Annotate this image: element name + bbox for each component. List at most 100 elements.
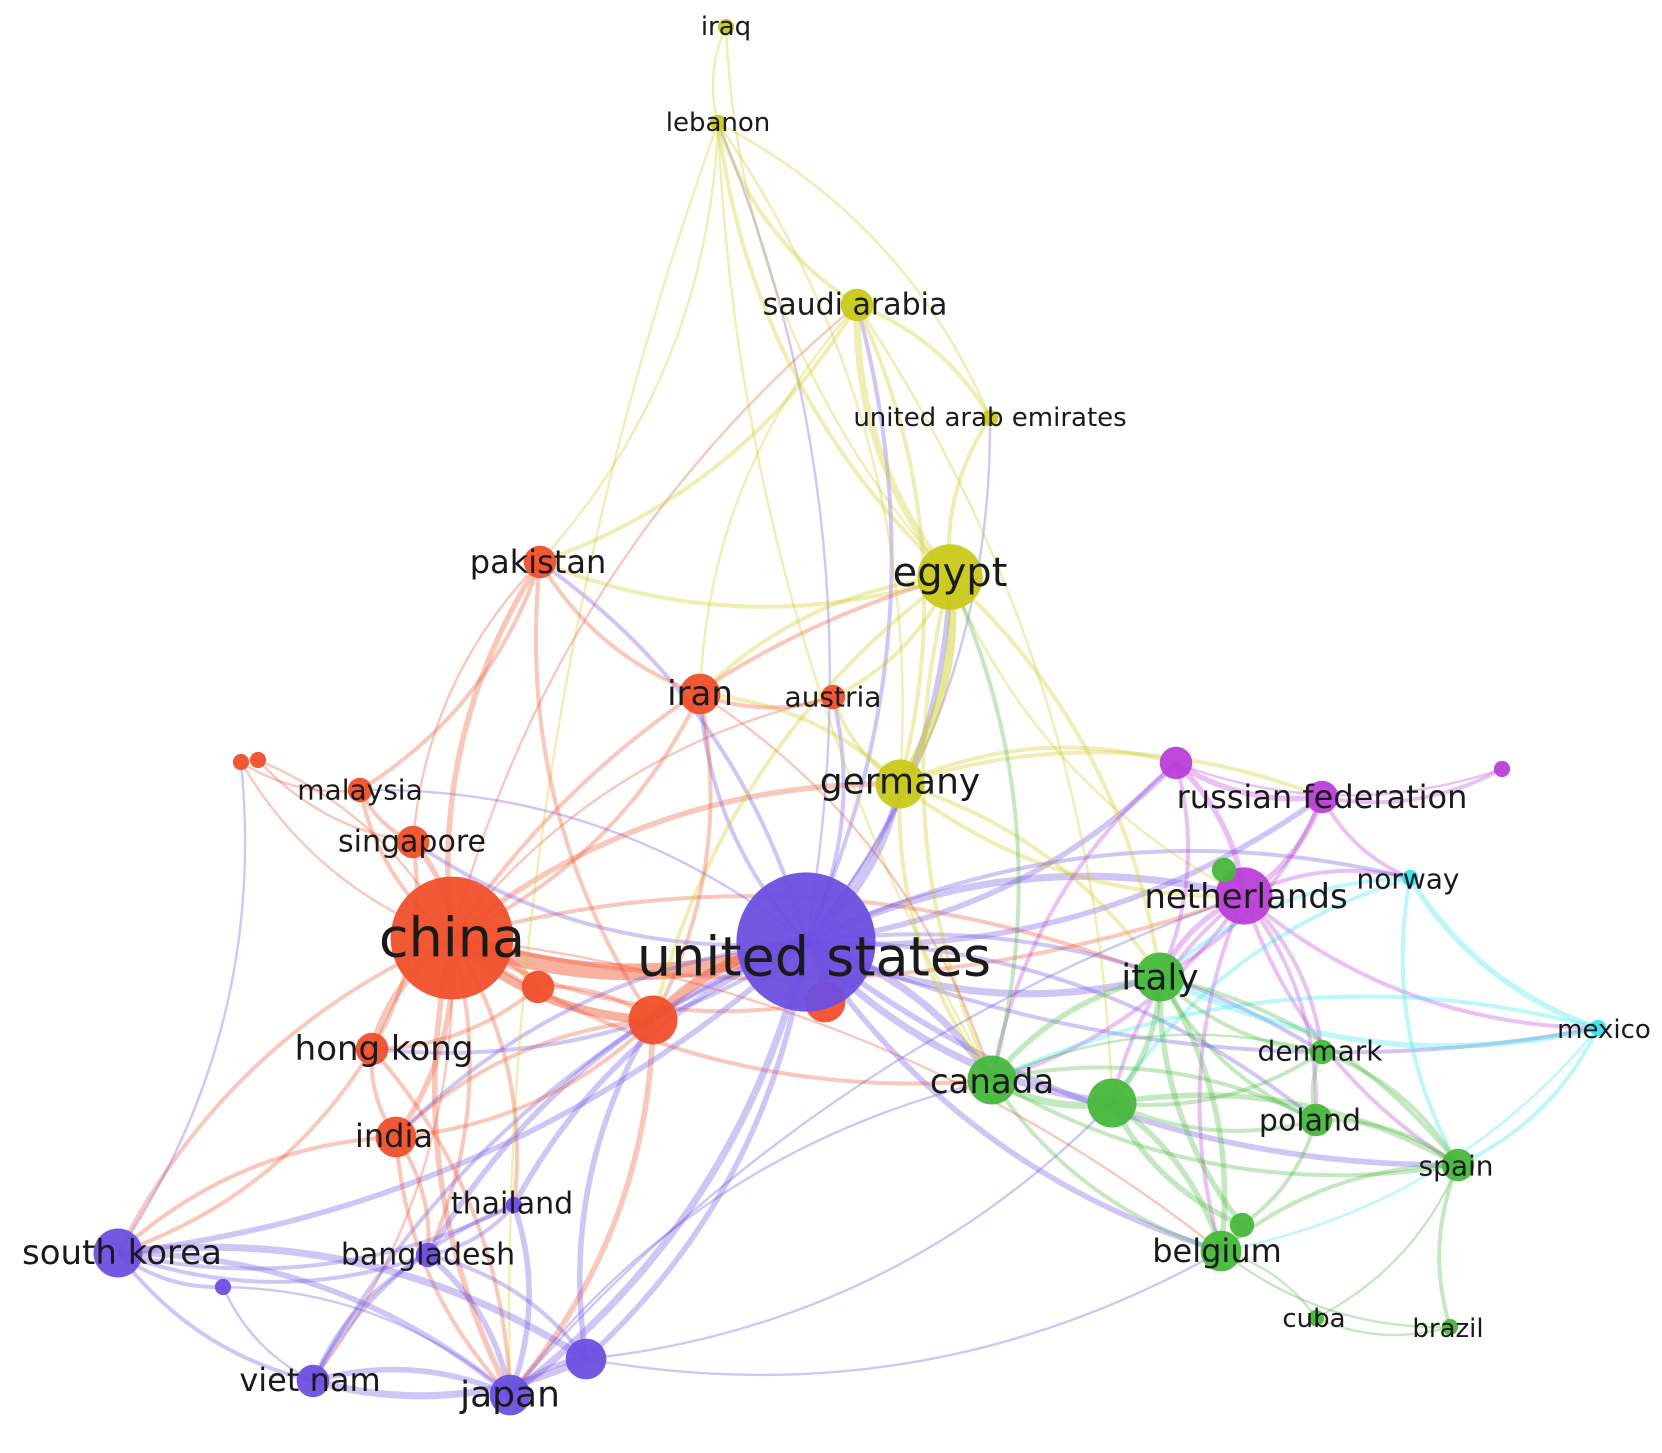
node-iraq[interactable] xyxy=(717,18,735,36)
node-bangladesh[interactable] xyxy=(415,1242,441,1268)
edge-canada-poland xyxy=(991,1065,1317,1122)
node-purple-b[interactable] xyxy=(214,1278,232,1296)
edge-united_states-bangladesh xyxy=(425,939,807,1257)
edge-germany-iran xyxy=(699,692,902,786)
node-malaysia[interactable] xyxy=(347,777,373,803)
node-green-a[interactable] xyxy=(1087,1078,1137,1128)
edge-japan-canada xyxy=(509,1078,993,1396)
node-egypt[interactable] xyxy=(917,544,983,610)
node-iran[interactable] xyxy=(679,673,721,715)
edge-china-viet_nam xyxy=(312,937,454,1382)
edge-singapore-red_b xyxy=(257,759,414,844)
node-denmark[interactable] xyxy=(1309,1039,1335,1065)
node-china[interactable] xyxy=(390,876,514,1000)
edge-united_states-russian_federation xyxy=(805,794,1324,947)
label-russian-federation: russian federation xyxy=(1177,778,1468,816)
label-italy: italy xyxy=(1121,958,1198,999)
label-mexico: mexico xyxy=(1557,1015,1651,1045)
edge-egypt-iraq xyxy=(724,26,951,578)
edge-hong_kong-japan xyxy=(370,1047,512,1396)
edge-china-canada xyxy=(450,936,993,1086)
node-red-c[interactable] xyxy=(521,970,555,1004)
node-viet-nam[interactable] xyxy=(296,1364,330,1398)
label-germany: germany xyxy=(820,762,980,803)
node-magenta-a[interactable] xyxy=(1159,746,1193,780)
edge-saudi_arabia-pakistan xyxy=(539,303,859,564)
edge-japan-purple_b xyxy=(222,1285,511,1396)
node-norway[interactable] xyxy=(1401,869,1419,887)
node-green-b[interactable] xyxy=(1229,1212,1255,1238)
node-mexico[interactable] xyxy=(1589,1019,1607,1037)
edge-egypt-netherlands xyxy=(948,576,1245,898)
node-poland[interactable] xyxy=(1299,1103,1333,1137)
edge-magenta_a-magenta_b xyxy=(1175,761,1503,797)
label-thailand: thailand xyxy=(451,1187,573,1222)
edge-lebanon-germany xyxy=(717,122,904,785)
edge-russian_federation-magenta_a xyxy=(1174,760,1323,802)
edge-mexico-spain xyxy=(1457,1027,1600,1167)
node-singapore[interactable] xyxy=(396,825,430,859)
node-spain[interactable] xyxy=(1441,1148,1475,1182)
edge-iran-canada xyxy=(699,692,994,1081)
edge-germany-italy xyxy=(899,782,1162,979)
edge-canada-spain xyxy=(990,1078,1459,1178)
label-bangladesh: bangladesh xyxy=(341,1238,515,1273)
node-belgium[interactable] xyxy=(1200,1230,1242,1272)
edge-netherlands-canada xyxy=(991,894,1246,1082)
node-saudi-arabia[interactable] xyxy=(840,288,874,322)
edge-saudi_arabia-iran xyxy=(698,304,858,695)
node-red-a[interactable] xyxy=(232,753,250,771)
node-hong-kong[interactable] xyxy=(355,1032,389,1066)
node-red-d[interactable] xyxy=(628,995,678,1045)
edge-purple_a-red_d xyxy=(577,1018,656,1360)
node-canada[interactable] xyxy=(967,1055,1017,1105)
edge-china-belgium xyxy=(451,936,1222,1252)
edge-italy-canada xyxy=(989,974,1161,1082)
edge-magenta_a-italy xyxy=(1158,762,1191,978)
node-lebanon[interactable] xyxy=(709,114,727,132)
node-united-states[interactable] xyxy=(736,872,876,1012)
node-uae[interactable] xyxy=(981,409,999,427)
node-south-korea[interactable] xyxy=(93,1228,143,1278)
node-germany[interactable] xyxy=(875,759,925,809)
edge-japan-thailand xyxy=(507,1204,532,1397)
node-brazil[interactable] xyxy=(1441,1318,1459,1336)
label-egypt: egypt xyxy=(893,550,1008,596)
node-austria[interactable] xyxy=(820,684,846,710)
node-russian-federation[interactable] xyxy=(1305,780,1339,814)
edge-germany-netherlands xyxy=(898,782,1245,899)
node-netherlands[interactable] xyxy=(1215,867,1273,925)
node-japan[interactable] xyxy=(489,1374,531,1416)
node-india[interactable] xyxy=(375,1116,417,1158)
label-singapore: singapore xyxy=(338,825,486,860)
edge-pakistan-red_d xyxy=(533,561,655,1022)
node-purple-a[interactable] xyxy=(565,1338,607,1380)
edge-japan-viet_nam xyxy=(312,1366,512,1398)
edge-green_a-poland xyxy=(1111,1101,1317,1133)
edge-united_states-uae xyxy=(805,417,992,943)
edge-green_a-spain xyxy=(1111,1092,1460,1168)
node-red-b[interactable] xyxy=(249,751,267,769)
edge-hong_kong-south_korea xyxy=(117,1047,374,1255)
node-italy[interactable] xyxy=(1135,952,1185,1002)
edge-united_states-poland xyxy=(805,939,1318,1122)
edge-canada-egypt xyxy=(948,576,1021,1081)
node-green-c[interactable] xyxy=(1211,857,1237,883)
edge-viet_nam-bangladesh xyxy=(311,1253,429,1382)
edge-viet_nam-thailand xyxy=(311,1203,515,1382)
node-magenta-b[interactable] xyxy=(1493,760,1511,778)
edge-egypt-pakistan xyxy=(539,560,951,609)
edge-egypt-canada xyxy=(921,576,994,1081)
edge-russian_federation-magenta_b xyxy=(1321,767,1503,805)
edge-saudi_arabia-germany xyxy=(855,304,927,785)
edge-united_states-viet_nam xyxy=(311,940,807,1382)
node-thailand[interactable] xyxy=(505,1196,523,1214)
edge-germany-magenta_a xyxy=(899,745,1177,786)
node-cuba[interactable] xyxy=(1307,1309,1325,1327)
node-pakistan[interactable] xyxy=(523,545,557,579)
edge-red_d-japan xyxy=(507,1019,656,1397)
label-japan: japan xyxy=(459,1375,560,1416)
edge-china-saudi_arabia xyxy=(450,304,858,939)
edge-magenta_a-canada xyxy=(990,761,1178,1081)
